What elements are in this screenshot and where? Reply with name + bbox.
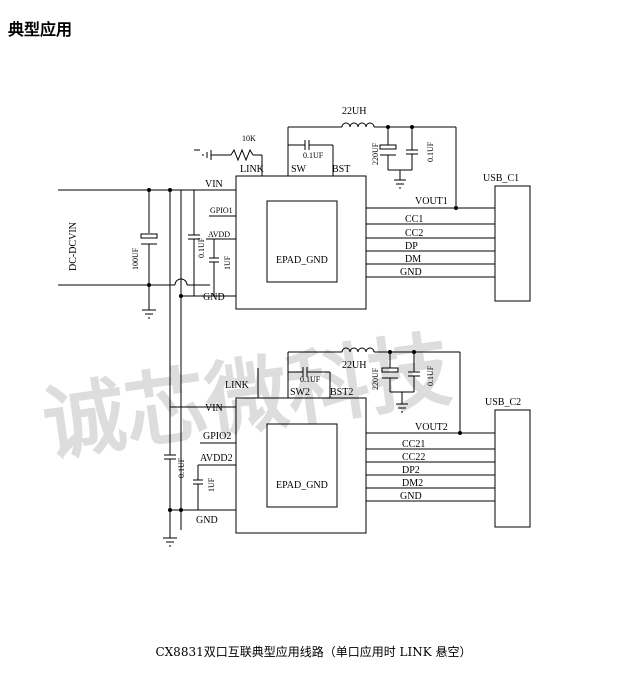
ic1-epad-label: EPAD_GND [276, 255, 328, 266]
usb1-signal-3: DM [405, 254, 421, 265]
figure-caption: CX8831双口互联典型应用线路（单口应用时 LINK 悬空） [155, 645, 472, 659]
usb-c1-label: USB_C1 [483, 173, 519, 184]
ic2-pin-sw: SW2 [290, 387, 310, 398]
ic2-pin-gnd: GND [196, 515, 218, 526]
ic1-pin-link: LINK [240, 164, 265, 175]
ic2-vin-cap-label: 0.1UF [177, 457, 186, 478]
ic2: EPAD_GND LINK SW2 BST2 VIN GPIO2 AVDD2 G… [163, 347, 495, 547]
usb2-signal-4: GND [400, 491, 422, 502]
usb-c2-label: USB_C2 [485, 397, 521, 408]
ic2-out-cap1-label: 220UF [371, 367, 380, 390]
ic1-out-cap1-label: 220UF [371, 142, 380, 165]
ic1-avdd-cap-label: 1UF [223, 255, 232, 270]
ic2-pin-bst: BST2 [330, 387, 353, 398]
usb2-signal-2: DP2 [402, 465, 420, 476]
usb2-signal-0: CC21 [402, 439, 425, 450]
usb1-signal-1: CC2 [405, 228, 423, 239]
input-cap-label: 100UF [131, 247, 140, 270]
ic2-pin-vin: VIN [205, 403, 223, 414]
ic1-out-cap2-label: 0.1UF [426, 141, 435, 162]
ic2-bst-cap-label: 0.1UF [300, 375, 321, 384]
ic1-pin-gnd: GND [203, 292, 225, 303]
ic1-vout-label: VOUT1 [415, 196, 448, 207]
usb2-signal-1: CC22 [402, 452, 425, 463]
usb1-signal-0: CC1 [405, 214, 423, 225]
ic1-pin-vin: VIN [205, 179, 223, 190]
ic2-pin-gpio: GPIO2 [203, 431, 231, 442]
input-rail: DC-DCVIN 100UF [58, 188, 236, 530]
ic1-vin-cap-label: 0.1UF [197, 237, 206, 258]
ic2-epad [266, 423, 338, 508]
ic1-pin-sw: SW [291, 164, 307, 175]
usb1-signal-4: GND [400, 267, 422, 278]
ic2-inductor-label: 22UH [342, 360, 366, 371]
ic1-bst-cap-label: 0.1UF [303, 151, 324, 160]
input-label: DC-DCVIN [68, 222, 79, 271]
ic1-body [235, 175, 367, 310]
ic1-pin-avdd: AVDD [208, 230, 230, 239]
usb-c1: USB_C1 CC1 CC2 DP DM GND [400, 173, 531, 302]
page-heading: 典型应用 [8, 20, 73, 39]
ic2-vout-label: VOUT2 [415, 422, 448, 433]
ic2-pin-link: LINK [225, 380, 250, 391]
usb1-signal-2: DP [405, 241, 418, 252]
ic1-epad [266, 200, 338, 283]
ic2-pin-avdd: AVDD2 [200, 453, 233, 464]
ic1-inductor-label: 22UH [342, 106, 366, 117]
ic1-pin-bst: BST [332, 164, 350, 175]
ic2-avdd-cap-label: 1UF [207, 477, 216, 492]
ic2-epad-label: EPAD_GND [276, 480, 328, 491]
ic1-pin-gpio: GPIO1 [210, 206, 233, 215]
ic1: EPAD_GND LINK SW BST VIN GPIO1 AVDD GND … [179, 106, 495, 310]
usb-c2: USB_C2 CC21 CC22 DP2 DM2 GND [400, 397, 531, 528]
resistor-label: 10K [242, 134, 256, 143]
ic2-out-cap2-label: 0.1UF [426, 365, 435, 386]
usb2-signal-3: DM2 [402, 478, 423, 489]
